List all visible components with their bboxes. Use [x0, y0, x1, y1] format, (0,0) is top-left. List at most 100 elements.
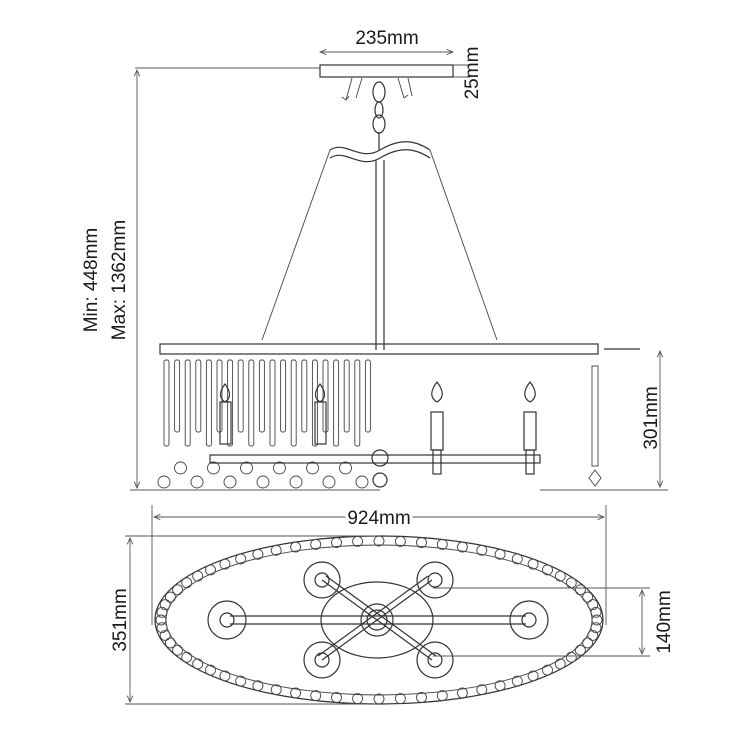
frame-bead — [494, 548, 506, 560]
frame-bead — [331, 537, 342, 548]
suspension-chain — [372, 81, 386, 150]
dimension-lines — [125, 52, 668, 705]
frame-bead — [331, 692, 342, 703]
frame-bead — [252, 680, 264, 692]
crystal-rod — [163, 359, 170, 447]
crystal-drop — [174, 461, 187, 475]
candle-lamps — [219, 381, 537, 475]
frame-crystal-beads — [155, 535, 603, 705]
frame-bead — [159, 599, 171, 611]
length-break-mark — [329, 141, 431, 163]
frame-bead — [159, 629, 171, 641]
frame-bead — [164, 637, 176, 649]
crystal-rod — [237, 359, 244, 433]
frame-bead — [494, 680, 506, 692]
canopy-height-label: 25mm — [462, 47, 483, 100]
frame-bead — [235, 553, 247, 565]
frame-bead — [352, 693, 364, 705]
frame-bead — [476, 684, 488, 696]
crystal-rod — [311, 359, 318, 447]
frame-bead — [416, 537, 427, 548]
crystal-drop — [306, 461, 319, 475]
frame-bead — [181, 577, 193, 589]
height-min-label: Min: 448mm — [81, 228, 102, 333]
body-height-label: 301mm — [641, 386, 662, 449]
frame-bead — [527, 558, 539, 570]
frame-bead — [192, 658, 204, 670]
side-elevation — [157, 64, 640, 489]
frame-bead — [456, 687, 468, 699]
crystal-drop — [322, 475, 336, 489]
frame-bead — [416, 692, 427, 703]
frame-bead — [270, 684, 282, 696]
central-hub-oval — [320, 581, 434, 659]
frame-bead — [164, 591, 176, 603]
crystal-rod — [354, 359, 361, 447]
crystal-rod — [174, 359, 181, 433]
frame-bead — [511, 553, 523, 565]
frame-bead — [373, 535, 385, 547]
frame-bead — [155, 614, 167, 626]
frame-bead — [436, 690, 448, 702]
frame-bead — [542, 564, 553, 576]
frame-bead — [352, 535, 364, 547]
frame-bead — [373, 693, 385, 705]
frame-bead — [219, 558, 231, 570]
top-plan-view — [154, 535, 604, 705]
crystal-rod — [248, 359, 255, 447]
crystal-drop — [223, 475, 237, 489]
overall-width-label: 924mm — [347, 508, 410, 529]
frame-bead — [587, 599, 599, 611]
plan-horizontal-arm — [230, 615, 526, 625]
crystal-rod — [205, 359, 212, 447]
frame-bead — [590, 606, 602, 618]
frame-bead — [582, 591, 594, 603]
crystal-rod — [184, 359, 191, 447]
frame-bead — [436, 538, 448, 550]
crystal-drop — [207, 461, 220, 475]
hanging-crystal-drops — [157, 461, 369, 489]
crystal-drop — [289, 475, 303, 489]
frame-bead — [172, 644, 184, 656]
frame-bead — [192, 570, 204, 582]
frame-bead — [511, 675, 523, 687]
central-hub — [360, 603, 394, 637]
frame-bead — [527, 670, 539, 682]
inner-frame-ellipse — [165, 544, 593, 696]
crystal-rod — [227, 359, 234, 447]
frame-bead — [476, 544, 488, 556]
frame-bead — [587, 629, 599, 641]
crystal-rod — [290, 359, 297, 447]
frame-bead — [290, 541, 302, 553]
frame-bead — [156, 622, 168, 634]
plan-diagonal-arms — [317, 575, 437, 661]
crystal-drop — [240, 461, 253, 475]
frame-bead — [565, 651, 577, 663]
frame-bead — [181, 651, 193, 663]
frame-bead — [591, 614, 603, 626]
frame-bead — [590, 622, 602, 634]
frame-bead — [574, 644, 586, 656]
canopy-hooks — [341, 77, 413, 101]
frame-bead — [554, 570, 566, 582]
crystal-drop — [157, 475, 171, 489]
crystal-rod — [258, 359, 265, 433]
frame-bead — [205, 664, 216, 676]
crystal-rod — [364, 359, 371, 433]
frame-bead — [310, 690, 322, 702]
crystal-rod — [280, 359, 287, 433]
crystal-drop — [190, 475, 204, 489]
end-crystal-strand — [588, 365, 602, 487]
candle-arms — [209, 449, 541, 488]
crystal-rods — [163, 359, 371, 447]
frame-bead — [156, 606, 168, 618]
frame-bead — [219, 670, 231, 682]
dimension-labels: 235mm 25mm Min: 448mm Max: 1362mm 301mm … — [81, 28, 675, 655]
frame-top-bar — [159, 343, 640, 355]
frame-bead — [270, 544, 282, 556]
crystal-rod — [269, 359, 276, 447]
frame-bead — [582, 637, 594, 649]
frame-bead — [252, 548, 264, 560]
frame-bead — [554, 658, 566, 670]
